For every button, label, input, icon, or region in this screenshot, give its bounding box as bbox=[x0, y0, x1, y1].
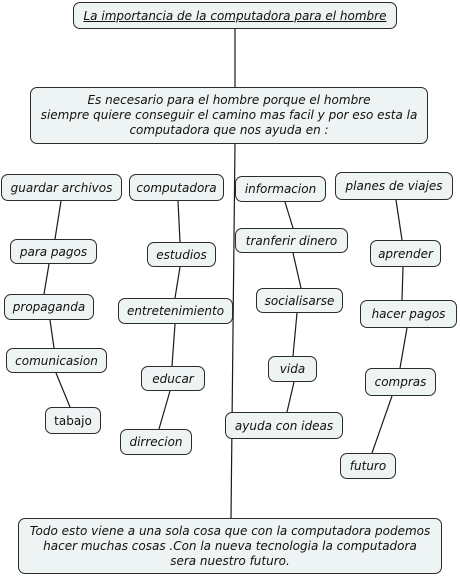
node-vida[interactable]: vida bbox=[268, 356, 317, 382]
node-para-pagos[interactable]: para pagos bbox=[10, 239, 97, 264]
node-planes-de-viajes[interactable]: planes de viajes bbox=[335, 172, 453, 200]
node-tabajo[interactable]: tabajo bbox=[45, 407, 101, 434]
map-title[interactable]: La importancia de la computadora para el… bbox=[73, 2, 397, 29]
node-futuro[interactable]: futuro bbox=[340, 453, 396, 479]
node-guardar-archivos[interactable]: guardar archivos bbox=[1, 174, 122, 201]
intro-node[interactable]: Es necesario para el hombre porque el ho… bbox=[30, 87, 428, 144]
node-socialisarse[interactable]: socialisarse bbox=[256, 288, 343, 313]
node-dirrecion[interactable]: dirrecion bbox=[120, 429, 192, 455]
node-propaganda[interactable]: propaganda bbox=[4, 294, 94, 320]
node-aprender[interactable]: aprender bbox=[370, 240, 441, 267]
conclusion-node[interactable]: Todo esto viene a una sola cosa que con … bbox=[18, 518, 442, 574]
node-informacion[interactable]: informacion bbox=[235, 176, 326, 202]
node-computadora[interactable]: computadora bbox=[129, 174, 224, 201]
node-estudios[interactable]: estudios bbox=[147, 242, 216, 267]
node-compras[interactable]: compras bbox=[365, 368, 436, 396]
node-tranferir-dinero[interactable]: tranferir dinero bbox=[235, 228, 348, 253]
node-ayuda-con-ideas[interactable]: ayuda con ideas bbox=[225, 412, 343, 439]
node-entretenimiento[interactable]: entretenimiento bbox=[118, 298, 233, 324]
node-hacer-pagos[interactable]: hacer pagos bbox=[360, 300, 457, 328]
node-educar[interactable]: educar bbox=[141, 366, 205, 391]
node-comunicasion[interactable]: comunicasion bbox=[6, 348, 107, 373]
